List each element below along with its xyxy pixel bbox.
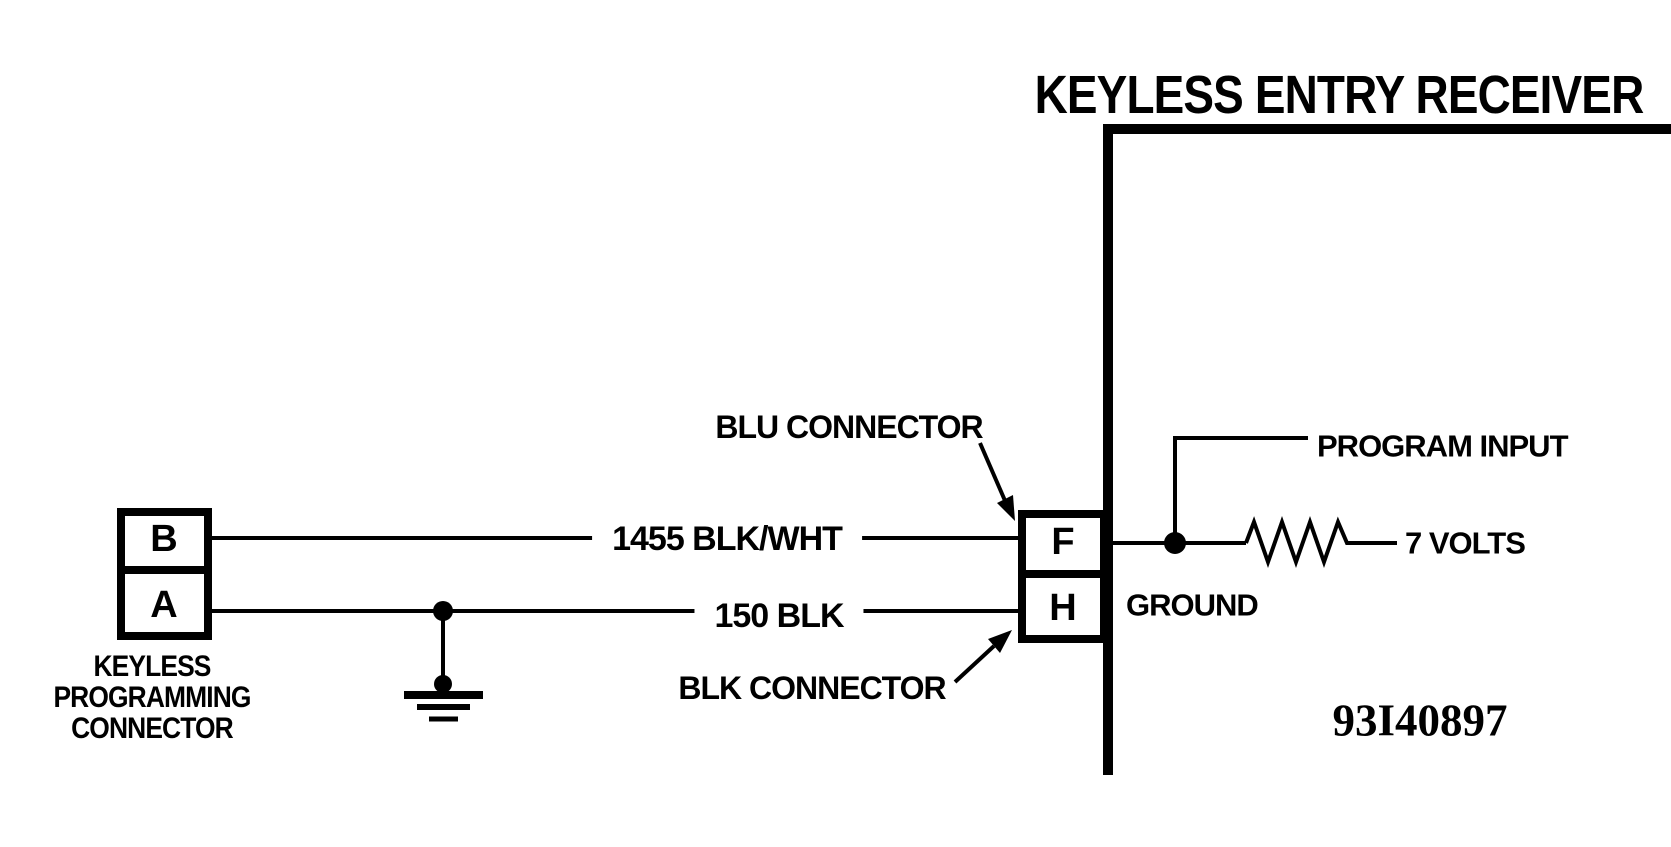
blk-connector-arrow [953, 630, 1012, 684]
resistor-symbol [1244, 515, 1353, 569]
caption-line: CONNECTOR [71, 712, 234, 745]
keyless-programming-connector-box [117, 508, 212, 640]
blu-connector-arrow [978, 442, 1015, 521]
program-input-label: PROGRAM INPUT [1317, 428, 1568, 464]
program-output-wire [1113, 515, 1397, 569]
diagram-title: KEYLESS ENTRY RECEIVER [1034, 65, 1645, 125]
caption-line: KEYLESS [93, 650, 211, 683]
part-number: 93I40897 [1332, 695, 1508, 746]
receiver-connector-box [1018, 510, 1108, 643]
junction-dot [1164, 532, 1186, 554]
wire-label-1455-blk-wht: 1455 BLK/WHT [592, 518, 862, 560]
voltage-label: 7 VOLTS [1405, 525, 1526, 561]
ground-symbol [404, 601, 483, 722]
junction-dot [434, 675, 452, 693]
pin-label-a: A [150, 584, 178, 626]
wire-label-150-blk: 150 BLK [694, 595, 864, 637]
pin-label-b: B [150, 518, 178, 560]
keyless-programming-connector-caption: KEYLESS PROGRAMMING CONNECTOR [53, 650, 251, 745]
pin-label-f: F [1051, 521, 1075, 563]
pin-label-h: H [1049, 587, 1077, 629]
ground-label: GROUND [1126, 587, 1259, 623]
blu-connector-label: BLU CONNECTOR [715, 409, 983, 445]
blk-connector-label: BLK CONNECTOR [678, 670, 946, 706]
junction-dot [433, 601, 453, 621]
caption-line: PROGRAMMING [53, 681, 251, 714]
program-input-tap [1164, 436, 1308, 554]
